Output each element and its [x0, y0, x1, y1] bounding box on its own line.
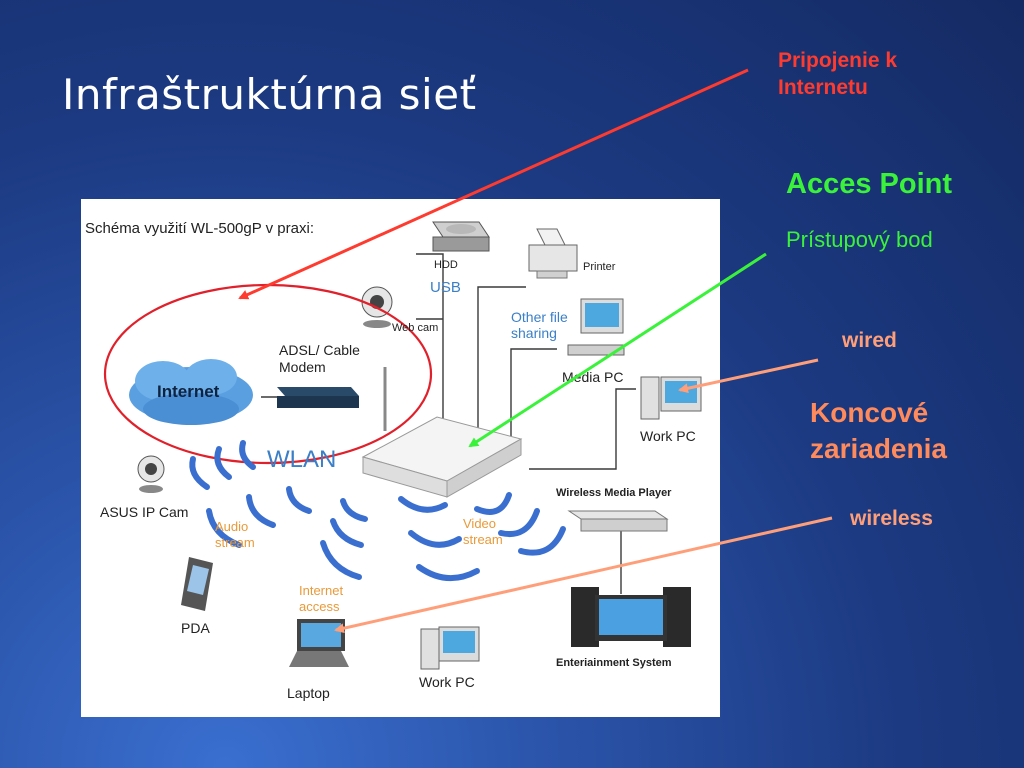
media-pc-icon	[567, 298, 625, 356]
work-pc-bottom-label: Work PC	[419, 674, 475, 690]
usb-label: USB	[430, 279, 461, 296]
entertainment-system-icon	[571, 587, 691, 647]
wlan-label: WLAN	[267, 446, 337, 473]
router-icon	[361, 367, 523, 498]
arrow-to-access-point	[468, 252, 767, 448]
work-pc-right-label: Work PC	[640, 428, 696, 444]
slide-title: Infraštruktúrna sieť	[62, 70, 477, 119]
entertainment-system-label: Enteriainment System	[556, 657, 672, 669]
wireless-waves	[189, 440, 566, 582]
internet-cloud-label: Internet	[157, 382, 220, 401]
work-pc-bottom-icon	[420, 626, 480, 670]
other-file-sharing-line1: Other file	[511, 309, 568, 325]
video-stream-line2: stream	[463, 532, 503, 547]
printer-label: Printer	[583, 261, 616, 273]
callout-access-point: Acces Point	[786, 168, 952, 200]
callout-access-point-subtitle: Prístupový bod	[786, 227, 933, 252]
callout-wired: wired	[842, 329, 897, 352]
callout-internet-connection: Pripojenie k Internetu	[778, 47, 897, 101]
pda-label: PDA	[181, 620, 210, 636]
callout-internet-line1: Pripojenie k	[778, 49, 898, 72]
laptop-label: Laptop	[287, 685, 330, 701]
callout-end-devices-line1: Koncové	[810, 397, 929, 428]
media-pc-label: Media PC	[562, 369, 624, 385]
callout-end-devices-line2: zariadenia	[810, 433, 947, 464]
diagram-caption: Schéma využití WL-500gP v praxi:	[85, 220, 314, 237]
wireless-media-player-icon	[567, 510, 669, 532]
asus-ip-cam-icon	[137, 455, 165, 493]
hdd-icon	[432, 221, 490, 252]
wired-connections	[261, 253, 636, 594]
callout-end-devices: Koncové zariadenia	[810, 395, 947, 467]
audio-stream-line2: stream	[215, 535, 255, 550]
adsl-modem-icon	[277, 387, 359, 408]
arrow-to-wireless-laptop	[334, 516, 833, 634]
callout-internet-line2: Internetu	[778, 76, 868, 99]
printer-icon	[528, 228, 578, 279]
video-stream-line1: Video	[463, 516, 497, 531]
asus-ip-cam-label: ASUS IP Cam	[100, 504, 189, 520]
webcam-label: Web cam	[392, 322, 439, 334]
callout-wireless: wireless	[850, 507, 933, 530]
internet-access-line1: Internet	[299, 583, 344, 598]
adsl-modem-line1: ADSL/ Cable	[279, 342, 360, 358]
other-file-sharing-line2: sharing	[511, 325, 557, 341]
arrow-to-internet	[238, 68, 749, 300]
hdd-label: HDD	[434, 259, 458, 271]
adsl-modem-line2: Modem	[279, 359, 326, 375]
internet-cloud-icon	[129, 359, 253, 425]
audio-stream-line1: Audio	[215, 519, 249, 534]
pda-icon	[181, 557, 213, 611]
arrow-to-wired-pc	[678, 358, 819, 394]
wireless-media-player-label: Wireless Media Player	[556, 487, 672, 499]
work-pc-right-icon	[640, 376, 702, 420]
internet-access-line2: access	[299, 599, 340, 614]
